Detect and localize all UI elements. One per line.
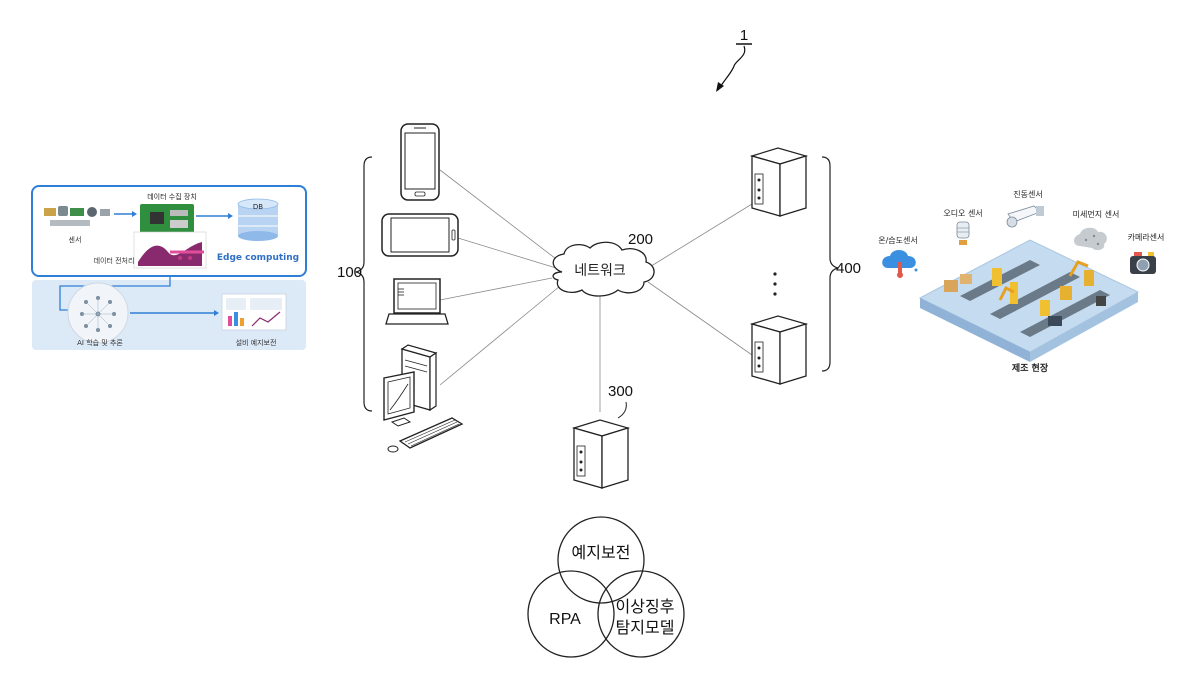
vibration-sensor-icon: [1007, 206, 1044, 227]
left-panel: 데이터 수집 장치 센서 데이터 전처: [32, 186, 306, 350]
link-edge-server-bottom: [648, 282, 752, 355]
edge-servers: 400: [752, 148, 861, 384]
camera-sensor-label: 카메라센서: [1128, 232, 1165, 242]
sensor-label: 센서: [69, 235, 82, 244]
factory-site: 제조 현장 온/습도센서 오디오 센서 진동센서 미세먼지: [878, 189, 1164, 374]
tablet-icon: [382, 214, 458, 256]
venn-diagram: 예지보전 RPA 이상징후 탐지모델: [528, 517, 684, 657]
server-icon: [752, 148, 806, 216]
client-devices: 100: [337, 124, 462, 452]
desktop-computer-icon: [384, 345, 462, 452]
edge-servers-ref: 400: [836, 260, 861, 277]
factory-site-label: 제조 현장: [1012, 362, 1049, 374]
circuit-board-icon: [140, 204, 194, 236]
edge-computing-label: Edge computing: [217, 253, 299, 263]
vertical-ellipsis: [773, 272, 776, 295]
clients-ref: 100: [337, 264, 362, 281]
preprocess-label: 데이터 전처리: [94, 256, 135, 265]
server-ref: 300: [608, 383, 633, 400]
network-cloud: 네트워크 200: [553, 231, 654, 296]
preprocessing-chart-icon: [134, 232, 206, 268]
audio-sensor-label: 오디오 센서: [943, 208, 982, 218]
link-laptop: [440, 278, 552, 300]
network-ref: 200: [628, 231, 653, 248]
network-label: 네트워크: [574, 263, 626, 279]
ai-network-icon: [68, 283, 128, 343]
clients-bracket: [356, 157, 372, 411]
link-tablet: [458, 238, 556, 268]
server-icon: [574, 420, 628, 488]
vibration-sensor-label: 진동센서: [1013, 189, 1042, 199]
audio-sensor-icon: [957, 222, 969, 245]
db-label: DB: [253, 203, 263, 211]
camera-sensor-icon: [1130, 252, 1156, 274]
link-edge-server-top: [648, 204, 752, 268]
figure-number: 1: [740, 27, 748, 44]
central-server: 300: [574, 383, 633, 488]
data-collection-label: 데이터 수집 장치: [147, 192, 197, 201]
maintenance-label: 설비 예지보전: [236, 338, 277, 347]
venn-label-right-line2: 탐지모델: [616, 618, 675, 637]
dashboard-icon: [222, 294, 286, 330]
server-icon: [752, 316, 806, 384]
venn-label-left: RPA: [549, 611, 581, 628]
temp-humidity-label: 온/습도센서: [878, 235, 918, 245]
venn-label-top: 예지보전: [572, 543, 631, 562]
smartphone-icon: [401, 124, 439, 200]
fine-dust-sensor-icon: [1074, 228, 1107, 250]
venn-label-right-line1: 이상징후: [616, 597, 675, 616]
temperature-humidity-sensor-icon: [882, 250, 917, 278]
figure-reference: 1: [716, 27, 752, 92]
ai-label: AI 학습 및 추론: [77, 338, 123, 347]
link-desktop: [440, 286, 560, 385]
laptop-icon: [386, 279, 448, 324]
dust-sensor-label: 미세먼지 센서: [1073, 209, 1120, 219]
